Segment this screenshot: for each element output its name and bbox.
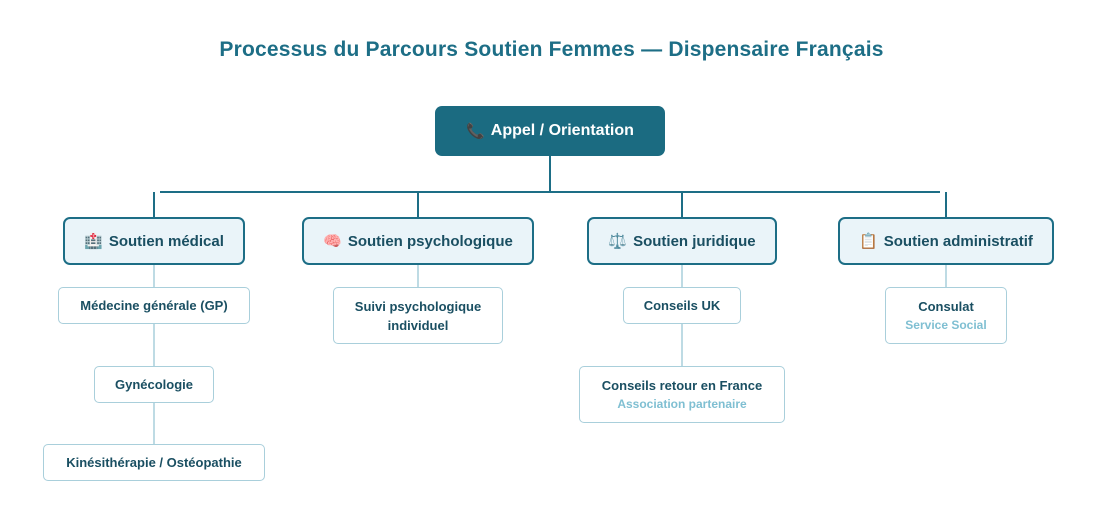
phone-icon: 📞: [466, 123, 485, 140]
node-soutien-administratif: 📋 Soutien administratif: [838, 217, 1054, 265]
node-soutien-juridique: ⚖️ Soutien juridique: [587, 217, 777, 265]
node-label: Appel / Orientation: [490, 122, 634, 139]
node-label: Soutien administratif: [883, 232, 1033, 250]
node-label: Suivi psychologique individuel: [354, 298, 482, 333]
node-conseils-retour-france: Conseils retour en France Association pa…: [579, 366, 785, 423]
node-conseils-uk: Conseils UK: [623, 287, 741, 324]
node-label: Soutien psychologique: [347, 232, 513, 250]
clipboard-icon: 📋: [859, 233, 878, 250]
node-gynecologie: Gynécologie: [94, 366, 214, 403]
node-soutien-medical: 🏥 Soutien médical: [63, 217, 245, 265]
node-medecine-generale: Médecine générale (GP): [58, 287, 250, 324]
node-sublabel: Service Social: [905, 318, 987, 332]
node-appel-orientation: 📞 Appel / Orientation: [435, 106, 665, 156]
node-label: Gynécologie: [114, 377, 194, 392]
node-sublabel: Association partenaire: [617, 397, 747, 411]
node-suivi-psychologique: Suivi psychologique individuel: [333, 287, 503, 344]
hospital-icon: 🏥: [84, 233, 103, 250]
node-kinesitherapie-osteopathie: Kinésithérapie / Ostéopathie: [43, 444, 265, 481]
node-label: Kinésithérapie / Ostéopathie: [66, 455, 242, 470]
node-consulat: Consulat Service Social: [885, 287, 1007, 344]
diagram-title: Processus du Parcours Soutien Femmes — D…: [219, 38, 884, 61]
node-label: Conseils UK: [643, 298, 721, 313]
node-label: Consulat: [918, 299, 974, 314]
brain-icon: 🧠: [323, 233, 342, 250]
node-label: Médecine générale (GP): [80, 298, 228, 313]
node-label: Conseils retour en France: [601, 378, 763, 393]
node-label: Soutien juridique: [633, 232, 756, 250]
scales-icon: ⚖️: [608, 233, 628, 250]
node-label: Soutien médical: [108, 232, 224, 250]
node-soutien-psychologique: 🧠 Soutien psychologique: [302, 217, 534, 265]
